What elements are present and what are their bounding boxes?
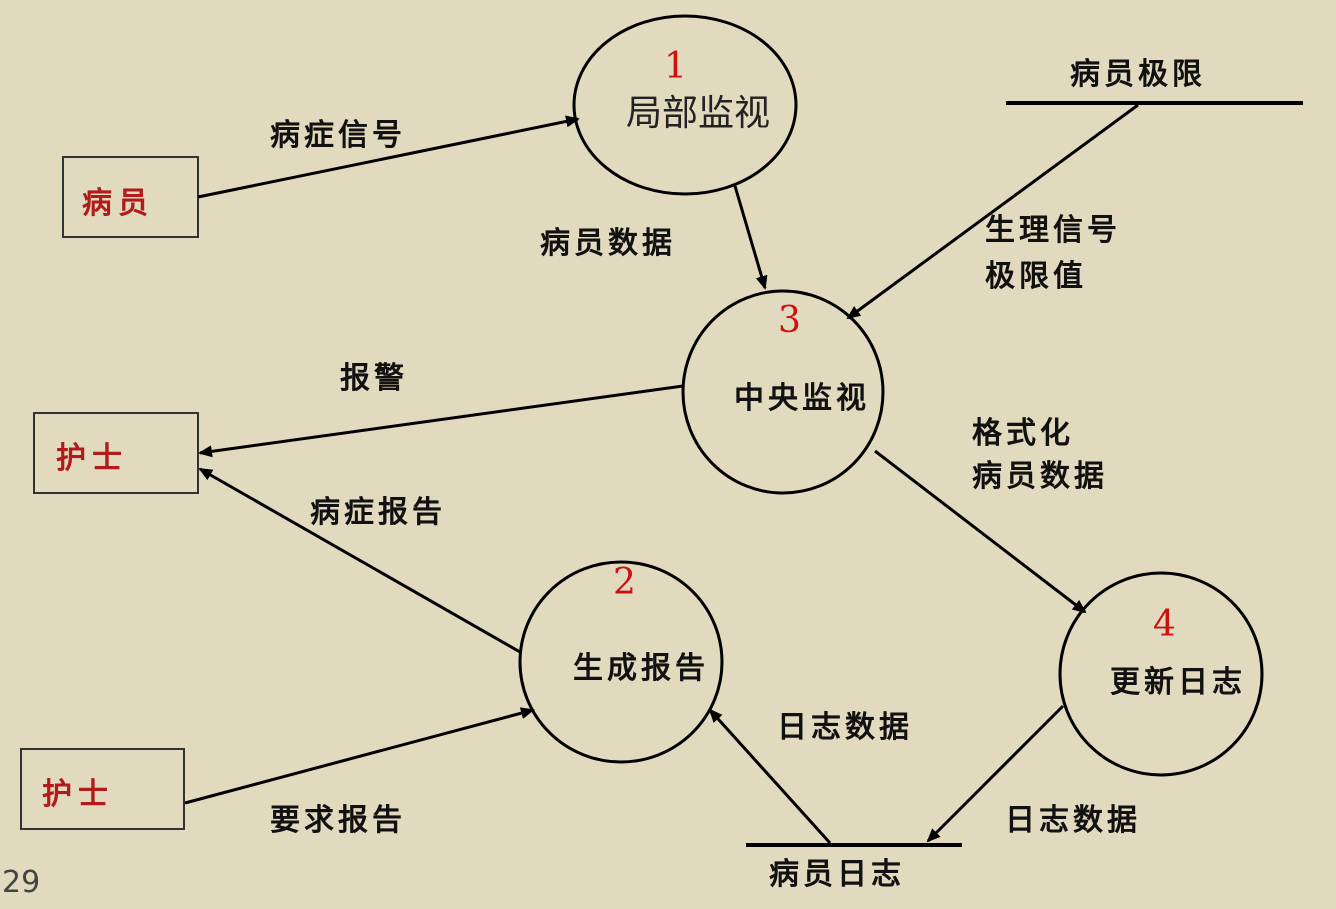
flow-formatted-data-label: 病员数据 xyxy=(972,459,1108,494)
flow-symptom-report-arrow xyxy=(198,467,521,654)
process-2-generate-report: 2 生成报告 xyxy=(518,560,724,764)
flow-patient-data-arrow xyxy=(733,185,768,290)
entity-patient: 病员 xyxy=(62,156,199,238)
flow-formatted-data-arrow xyxy=(874,449,1087,614)
entity-nurse-bottom-label: 护士 xyxy=(42,777,114,812)
process-1-name: 局部监视 xyxy=(626,93,770,134)
process-1-number: 1 xyxy=(664,46,687,87)
flow-patient-data-label: 病员数据 xyxy=(540,226,676,261)
flow-symptom-signal-arrow xyxy=(197,115,580,199)
flow-symptom-report-label: 病症报告 xyxy=(310,495,446,530)
process-4-name: 更新日志 xyxy=(1110,665,1246,700)
entity-patient-label: 病员 xyxy=(82,186,154,221)
store-patient-log: 病员日志 xyxy=(746,843,962,892)
page-number: 29 xyxy=(2,865,40,900)
process-2-name: 生成报告 xyxy=(573,651,709,686)
entity-nurse-top: 护士 xyxy=(33,412,199,494)
process-2-number: 2 xyxy=(613,562,636,603)
entity-nurse-bottom: 护士 xyxy=(20,748,185,830)
store-patient-log-label: 病员日志 xyxy=(769,857,905,892)
flow-limits-arrow xyxy=(846,103,1139,320)
flow-log-data-left-label: 日志数据 xyxy=(777,710,913,745)
flow-alarm-label: 报警 xyxy=(340,361,408,396)
store-patient-limits-label: 病员极限 xyxy=(1070,57,1206,92)
flow-log-data-to-report-arrow xyxy=(708,708,832,845)
process-1-local-monitor: 1 局部监视 xyxy=(572,14,798,196)
flow-formatted-label: 格式化 xyxy=(972,416,1074,451)
process-4-update-log: 4 更新日志 xyxy=(1058,571,1264,777)
flow-alarm-arrow xyxy=(198,384,684,458)
flow-log-data-right-label: 日志数据 xyxy=(1005,803,1141,838)
process-3-number: 3 xyxy=(778,300,801,341)
flow-symptom-signal-label: 病症信号 xyxy=(270,118,406,153)
flow-phys-signal-label: 生理信号 xyxy=(985,213,1121,248)
store-patient-limits: 病员极限 xyxy=(1006,57,1303,105)
process-4-number: 4 xyxy=(1153,604,1176,645)
flow-request-report-label: 要求报告 xyxy=(270,803,406,838)
entity-nurse-top-label: 护士 xyxy=(56,441,128,476)
flow-limit-value-label: 极限值 xyxy=(985,259,1087,294)
flow-request-report-arrow xyxy=(184,707,535,805)
flow-log-data-to-store-arrow xyxy=(926,704,1065,843)
process-3-central-monitor: 3 中央监视 xyxy=(681,289,885,495)
process-3-name: 中央监视 xyxy=(734,381,870,416)
